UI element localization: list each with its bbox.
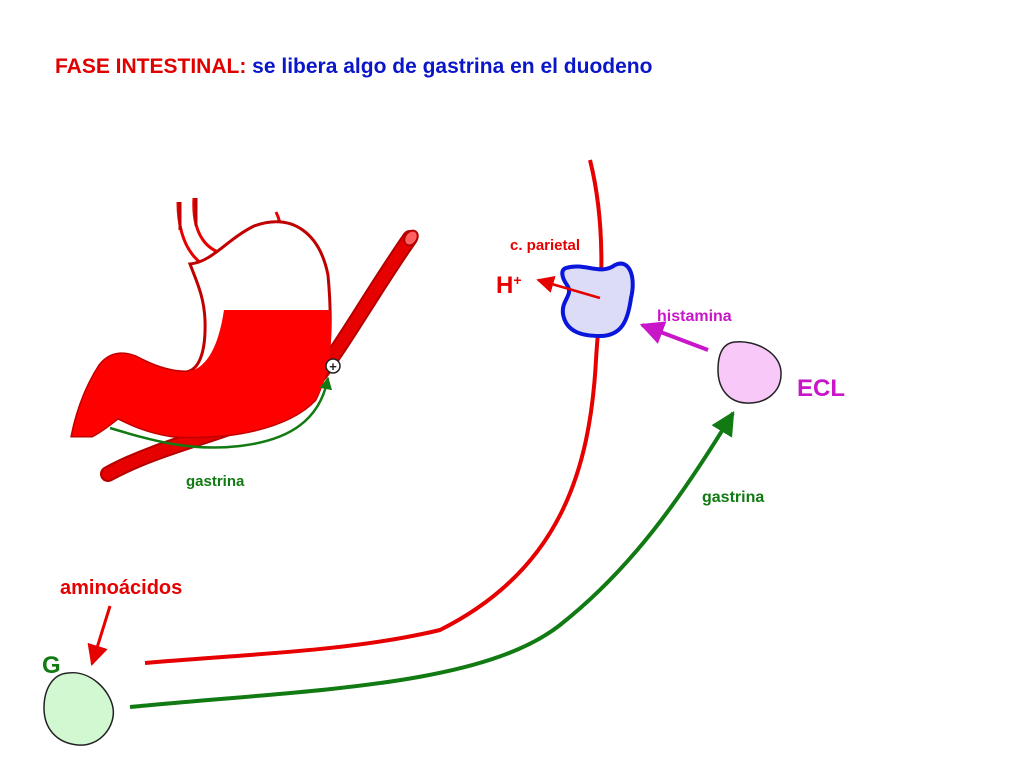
page-title: FASE INTESTINAL: se libera algo de gastr…: [55, 55, 652, 79]
ecl-cell: [717, 341, 782, 404]
title-phase: FASE INTESTINAL:: [55, 55, 247, 78]
esophagus: [178, 198, 198, 230]
label-proton: H+: [496, 272, 522, 299]
title-description: se libera algo de gastrina en el duodeno: [246, 55, 653, 78]
label-gastrin-stomach: gastrina: [186, 473, 245, 490]
stomach-illustration: + gastrina: [70, 197, 419, 490]
stimulation-plus-icon: +: [325, 358, 341, 374]
label-proton-sup: +: [513, 272, 521, 288]
gastrin-pathway-arrow: [129, 410, 735, 709]
histamine-arrow: [639, 321, 709, 352]
label-ecl: ECL: [797, 375, 845, 402]
label-parietal-cell: c. parietal: [510, 237, 580, 254]
stomach-gastrin-arrow: [109, 376, 333, 449]
proton-secretion-arrow: [536, 275, 601, 300]
label-proton-base: H: [496, 272, 513, 299]
label-amino-acids: aminoácidos: [60, 577, 182, 599]
amino-acids-arrow: [87, 605, 112, 667]
label-g-cell: G: [42, 652, 61, 679]
g-cell: [43, 672, 115, 746]
stomach-contents: [72, 310, 332, 437]
plus-sign: +: [329, 359, 337, 374]
label-histamine: histamina: [657, 308, 732, 325]
parietal-cell: [560, 261, 635, 339]
label-gastrin-right: gastrina: [702, 489, 764, 506]
